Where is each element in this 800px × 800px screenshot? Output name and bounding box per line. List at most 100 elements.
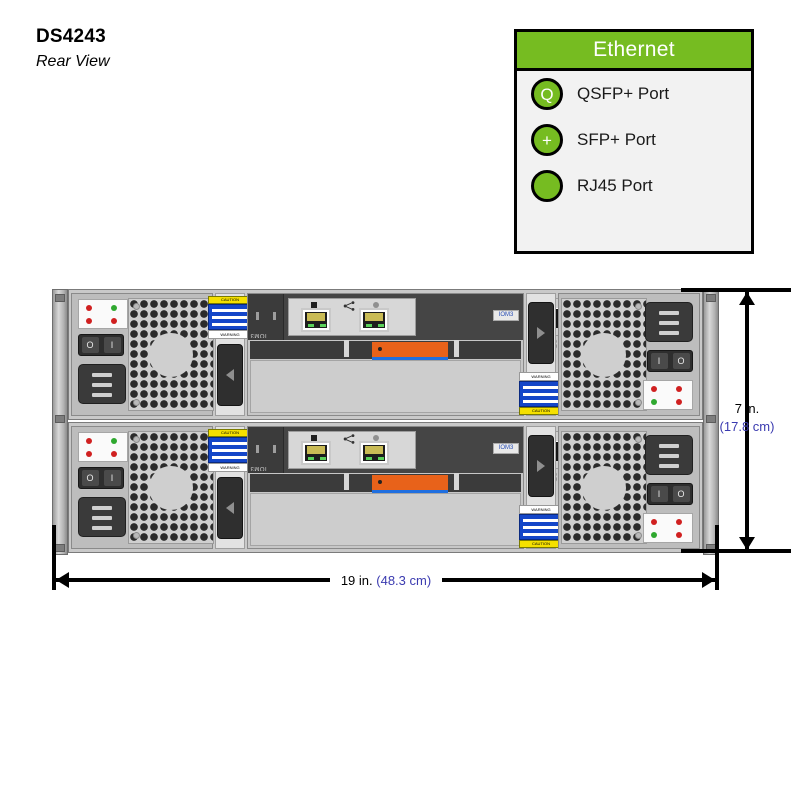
legend-header: Ethernet bbox=[517, 32, 751, 71]
width-arrow-right bbox=[702, 572, 715, 588]
psu-release-handle-left[interactable] bbox=[217, 344, 243, 406]
latch-handle-orange-upper[interactable] bbox=[372, 342, 448, 357]
rj45-port-icon bbox=[531, 170, 563, 202]
height-inch-value: 7 in. bbox=[734, 401, 760, 416]
rj45-port-bay-lower bbox=[288, 431, 416, 469]
warning-text-left-lower: WARNING bbox=[208, 463, 252, 472]
height-ext-top bbox=[681, 288, 791, 292]
psu-handle-bay-right: WARNING CAUTION bbox=[519, 293, 563, 416]
caution-banner-left-lower: CAUTION bbox=[208, 429, 252, 437]
psu-switch-on-label-r: I bbox=[650, 353, 668, 369]
rj45-port-1-lower[interactable] bbox=[301, 441, 331, 465]
psu-fan-grille-right bbox=[561, 298, 647, 411]
info-diagram-right-lower bbox=[519, 514, 563, 540]
warning-text-left: WARNING bbox=[208, 330, 252, 339]
psu-handle-bay-left: CAUTION WARNING bbox=[208, 293, 252, 416]
psu-release-handle-left-lower[interactable] bbox=[217, 477, 243, 539]
psu-fan-grille-left-lower bbox=[128, 431, 214, 544]
psu-power-switch-right[interactable]: I O bbox=[647, 350, 693, 372]
width-inch-value: 19 in. bbox=[340, 573, 373, 588]
power-supply-right-lower: I O bbox=[558, 426, 700, 549]
latch-handle-orange-lower[interactable] bbox=[372, 475, 448, 490]
iom-module-label-lower: IOM3 bbox=[250, 465, 267, 471]
rj45-status-led-a-upper bbox=[311, 302, 317, 308]
width-dim-line-right bbox=[442, 578, 715, 582]
drive-drawer-upper bbox=[250, 360, 521, 413]
caution-label-right-lower: WARNING CAUTION bbox=[519, 505, 563, 548]
qsfp-icon-glyph: Q bbox=[540, 84, 554, 104]
rj45-status-led-b-lower bbox=[373, 435, 379, 441]
caution-label-left-lower: CAUTION WARNING bbox=[208, 429, 252, 472]
psu-switch-off-label-bl: O bbox=[81, 470, 99, 486]
title-block: DS4243 Rear View bbox=[36, 26, 110, 71]
psu-switch-off-label-br: O bbox=[672, 486, 690, 502]
rj45-port-bay-upper bbox=[288, 298, 416, 336]
network-share-icon-upper bbox=[343, 301, 355, 311]
iom-faceplate-lower: Q Q IOM3 IOM3 bbox=[248, 427, 692, 473]
latch-notch-b-upper bbox=[454, 340, 459, 357]
height-ext-bottom bbox=[681, 549, 791, 553]
rj45-port-2-upper[interactable] bbox=[359, 308, 389, 332]
psu-power-switch-left-lower[interactable]: O I bbox=[78, 467, 124, 489]
legend-label-qsfp: QSFP+ Port bbox=[577, 84, 670, 103]
upper-shelf: O I CAUTION WARNING bbox=[68, 289, 703, 420]
psu-power-switch-left[interactable]: O I bbox=[78, 334, 124, 356]
psu-led-panel-left-lower bbox=[78, 432, 128, 462]
psu-switch-off-label: O bbox=[81, 337, 99, 353]
caution-label-left: CAUTION WARNING bbox=[208, 296, 252, 339]
latch-notch-a-lower bbox=[344, 473, 349, 490]
latch-notch-b-lower bbox=[454, 473, 459, 490]
caution-banner-right-lower: CAUTION bbox=[519, 540, 563, 548]
legend-panel: Ethernet Q QSFP+ Port + SFP+ Port RJ45 P… bbox=[514, 29, 754, 254]
legend-header-label: Ethernet bbox=[593, 38, 675, 61]
psu-switch-on-label-bl: I bbox=[103, 470, 121, 486]
height-arrow-up bbox=[739, 292, 755, 305]
info-diagram-right bbox=[519, 381, 563, 407]
caution-label-right: WARNING CAUTION bbox=[519, 372, 563, 415]
psu-release-handle-right[interactable] bbox=[528, 302, 554, 364]
width-metric-value: (48.3 cm) bbox=[376, 573, 432, 588]
psu-fan-grille-left bbox=[128, 298, 214, 411]
warning-text-right-lower: WARNING bbox=[519, 505, 563, 514]
iom-badge-upper: IOM3 bbox=[493, 310, 519, 321]
rack-rail-right bbox=[703, 289, 719, 555]
height-metric-value: (17.8 cm) bbox=[719, 418, 775, 434]
legend-label-sfp: SFP+ Port bbox=[577, 130, 656, 149]
psu-handle-bay-left-lower: CAUTION WARNING bbox=[208, 426, 252, 549]
view-subtitle: Rear View bbox=[36, 52, 110, 70]
psu-release-handle-right-lower[interactable] bbox=[528, 435, 554, 497]
psu-fan-grille-right-lower bbox=[561, 431, 647, 544]
power-supply-left: O I bbox=[71, 293, 214, 416]
psu-power-socket-left-lower bbox=[78, 497, 126, 537]
psu-led-panel-right-lower bbox=[643, 513, 693, 543]
rj45-port-1-upper[interactable] bbox=[301, 308, 331, 332]
sfp-icon-glyph: + bbox=[542, 130, 552, 150]
psu-switch-off-label-r: O bbox=[672, 353, 690, 369]
page-title: DS4243 bbox=[36, 26, 106, 47]
rj45-status-led-b-upper bbox=[373, 302, 379, 308]
width-dim-label: 19 in. (48.3 cm) bbox=[330, 572, 442, 590]
legend-label-rj45: RJ45 Port bbox=[577, 176, 653, 195]
width-ext-left bbox=[52, 525, 56, 590]
height-arrow-down bbox=[739, 537, 755, 550]
psu-handle-bay-right-lower: WARNING CAUTION bbox=[519, 426, 563, 549]
caution-banner-left: CAUTION bbox=[208, 296, 252, 304]
psu-power-switch-right-lower[interactable]: I O bbox=[647, 483, 693, 505]
caution-banner-right: CAUTION bbox=[519, 407, 563, 415]
psu-led-panel-right bbox=[643, 380, 693, 410]
psu-switch-on-label: I bbox=[103, 337, 121, 353]
width-ext-right bbox=[715, 525, 719, 590]
iom-left-tab-lower bbox=[248, 427, 284, 473]
power-supply-left-lower: O I bbox=[71, 426, 214, 549]
iom-badge-lower: IOM3 bbox=[493, 443, 519, 454]
width-arrow-left bbox=[56, 572, 69, 588]
network-share-icon-lower bbox=[343, 434, 355, 444]
power-supply-right: I O bbox=[558, 293, 700, 416]
storage-enclosure: O I CAUTION WARNING bbox=[52, 289, 719, 555]
psu-led-panel-left bbox=[78, 299, 128, 329]
legend-item-rj45: RJ45 Port bbox=[517, 163, 751, 209]
rj45-port-2-lower[interactable] bbox=[359, 441, 389, 465]
lower-shelf: O I CAUTION WARNING bbox=[68, 422, 703, 553]
qsfp-port-icon: Q bbox=[531, 78, 563, 110]
psu-switch-on-label-br: I bbox=[650, 486, 668, 502]
